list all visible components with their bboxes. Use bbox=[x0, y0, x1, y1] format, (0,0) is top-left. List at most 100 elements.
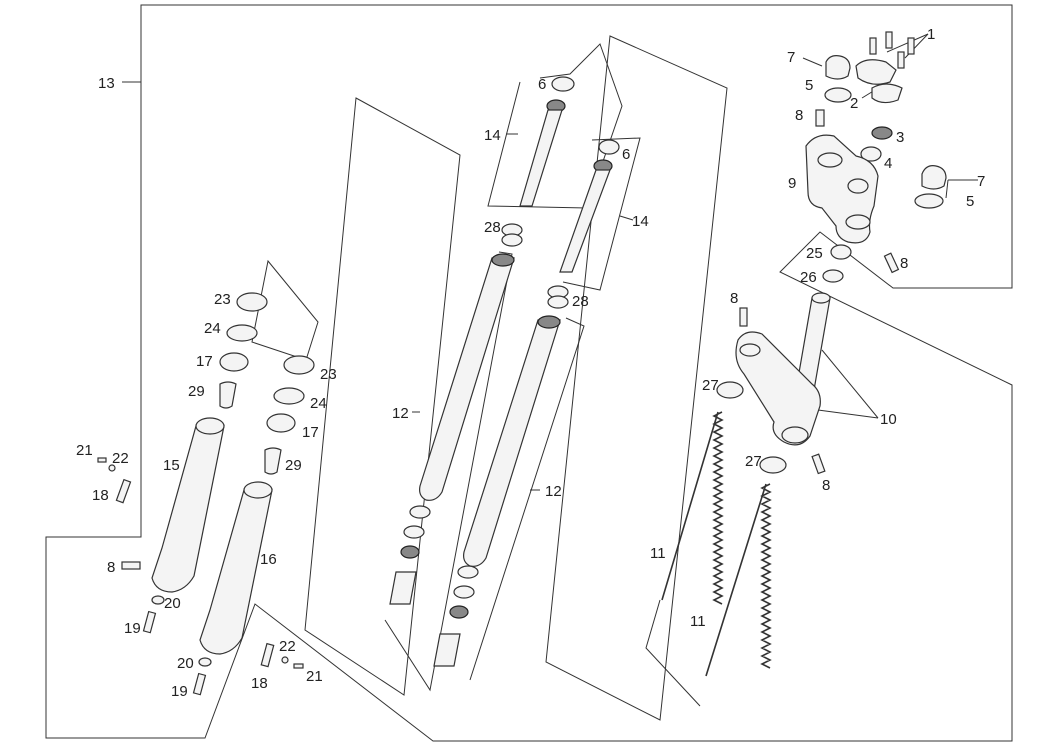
washer-26 bbox=[822, 269, 844, 283]
washer-upper-left bbox=[824, 87, 852, 103]
label-5a: 5 bbox=[805, 77, 813, 94]
inner-tube-14-left bbox=[519, 109, 563, 207]
label-25: 25 bbox=[806, 245, 823, 262]
label-8a: 8 bbox=[795, 107, 803, 124]
bush-left-b bbox=[403, 525, 425, 539]
bolt-8-slider bbox=[121, 561, 141, 570]
bracket-inner-tube-right bbox=[562, 137, 641, 291]
slider-16 bbox=[199, 489, 273, 655]
label-29b: 29 bbox=[285, 457, 302, 474]
bush-29-right bbox=[264, 447, 282, 475]
seal-left bbox=[400, 545, 420, 559]
label-6b: 6 bbox=[622, 146, 630, 163]
bolt-19-right bbox=[192, 672, 207, 696]
bracket-inner-tube-left bbox=[487, 43, 623, 209]
cap-6-right bbox=[598, 139, 620, 155]
seal-right bbox=[449, 605, 469, 619]
label-6a: 6 bbox=[538, 76, 546, 93]
callout-labels: 13 1 2 7 5 8 3 4 9 7 5 8 25 26 8 27 10 2… bbox=[76, 26, 985, 700]
fork-tube-12-left bbox=[419, 257, 515, 501]
dust-seal-23-left bbox=[236, 292, 268, 312]
label-11a: 11 bbox=[650, 545, 666, 562]
screw-21-left bbox=[97, 457, 107, 463]
triple-clamp-hole-3 bbox=[845, 214, 871, 230]
label-27a: 27 bbox=[702, 377, 719, 394]
label-10: 10 bbox=[880, 411, 897, 428]
label-16: 16 bbox=[260, 551, 277, 568]
ring-24-right bbox=[273, 387, 305, 405]
label-17a: 17 bbox=[196, 353, 213, 370]
clamp-lower-part bbox=[871, 83, 903, 104]
lower-clamp-hole-bottom bbox=[781, 426, 809, 444]
steering-stem-top bbox=[811, 292, 831, 304]
bolt-8-lower bbox=[811, 453, 826, 475]
cap-right bbox=[921, 165, 947, 190]
bush-left-a bbox=[409, 505, 431, 519]
label-3: 3 bbox=[896, 129, 904, 146]
label-22a: 22 bbox=[112, 450, 129, 467]
label-8e: 8 bbox=[107, 559, 115, 576]
bolt-8-upper bbox=[815, 109, 825, 127]
slider-15 bbox=[151, 425, 225, 593]
screw-18-right bbox=[260, 642, 275, 668]
oil-seal-17-left bbox=[219, 352, 249, 372]
slider-16-top bbox=[243, 481, 273, 499]
ring-28-right-b bbox=[547, 295, 569, 309]
dust-seal-23-right bbox=[283, 355, 315, 375]
spring-upper-axis bbox=[661, 411, 719, 601]
spring-upper bbox=[712, 411, 724, 605]
bush-29-left bbox=[219, 381, 237, 409]
label-11b: 11 bbox=[690, 613, 706, 630]
ring-24-left bbox=[226, 324, 258, 342]
label-14b: 14 bbox=[632, 213, 649, 230]
fork-tube-12-left-top bbox=[491, 253, 515, 267]
cap-upper-left bbox=[825, 55, 851, 80]
label-24a: 24 bbox=[204, 320, 221, 337]
label-20b: 20 bbox=[177, 655, 194, 672]
leader-lines bbox=[122, 33, 978, 491]
label-18a: 18 bbox=[92, 487, 109, 504]
label-1: 1 bbox=[927, 26, 935, 43]
ring-28-left-b bbox=[501, 233, 523, 247]
spacer-right bbox=[433, 633, 461, 667]
label-4: 4 bbox=[884, 155, 892, 172]
label-12a: 12 bbox=[392, 405, 409, 422]
label-21a: 21 bbox=[76, 442, 93, 459]
label-22b: 22 bbox=[279, 638, 296, 655]
label-13: 13 bbox=[98, 75, 115, 92]
bracket-lower-tube-right bbox=[469, 317, 585, 681]
washer-27-upper bbox=[716, 381, 744, 399]
inner-tube-14-right bbox=[559, 169, 611, 273]
label-26: 26 bbox=[800, 269, 817, 286]
washer-20-left bbox=[151, 595, 165, 605]
label-8b: 8 bbox=[900, 255, 908, 272]
group-frame-tube-left bbox=[304, 97, 461, 696]
bolt-19-left bbox=[142, 610, 157, 634]
spring-lower-axis bbox=[705, 483, 767, 677]
bush-right-b bbox=[453, 585, 475, 599]
clamp-upper-part bbox=[855, 59, 897, 85]
label-18b: 18 bbox=[251, 675, 268, 692]
nut-25 bbox=[830, 244, 852, 260]
group-frame-slider bbox=[251, 259, 319, 361]
label-29a: 29 bbox=[188, 383, 205, 400]
spring-lower bbox=[760, 483, 772, 669]
label-23b: 23 bbox=[320, 366, 337, 383]
label-14a: 14 bbox=[484, 127, 501, 144]
label-24b: 24 bbox=[310, 395, 327, 412]
bearing-3 bbox=[871, 126, 893, 140]
label-28b: 28 bbox=[572, 293, 589, 310]
handlebar-clamp-bolts bbox=[869, 31, 915, 69]
washer-right bbox=[914, 193, 944, 209]
screw-21-right bbox=[293, 663, 304, 669]
lower-triple-clamp bbox=[735, 331, 821, 446]
label-19b: 19 bbox=[171, 683, 188, 700]
oil-seal-17-right bbox=[266, 413, 296, 433]
cap-6-left bbox=[551, 76, 575, 92]
group-frame-main bbox=[45, 4, 1013, 742]
nut-4 bbox=[860, 146, 882, 162]
bolt-8-stem bbox=[739, 307, 748, 327]
washer-22-left bbox=[108, 464, 116, 472]
lower-clamp-hole-top bbox=[739, 343, 761, 357]
